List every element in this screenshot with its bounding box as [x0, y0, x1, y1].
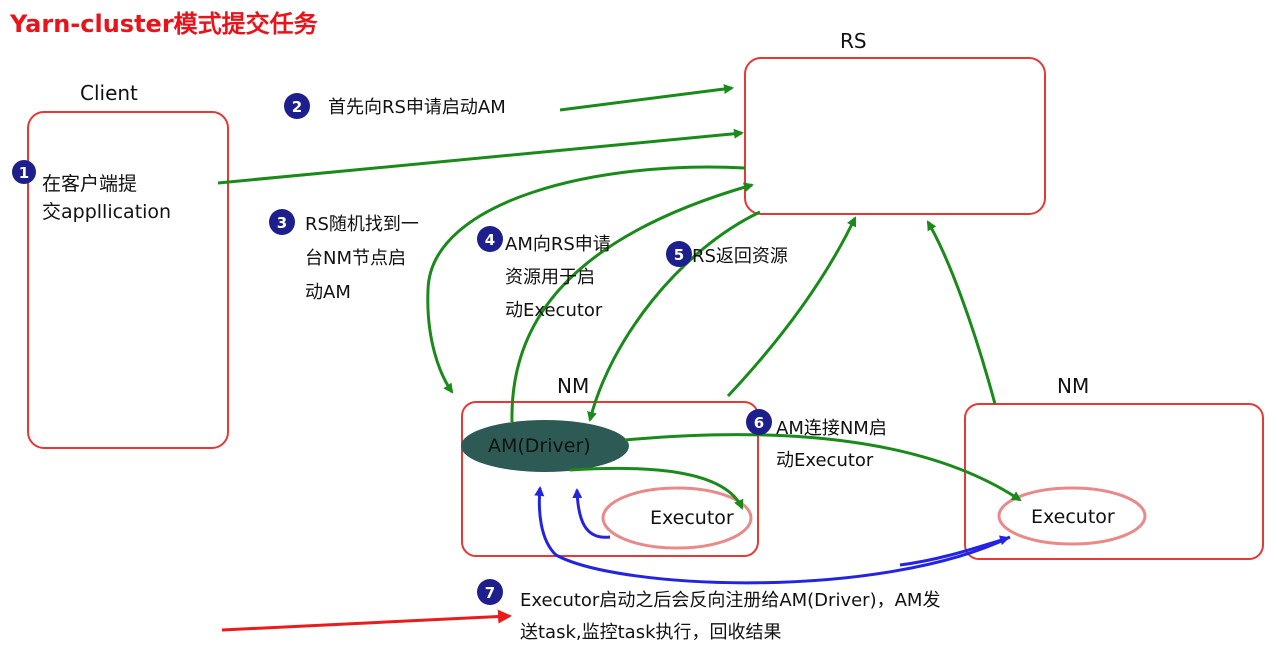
step-6: 6 AM连接NM启 动Executor	[746, 409, 887, 471]
arrow-remote-executor-register	[534, 486, 1011, 585]
nm1-label: NM	[557, 374, 589, 398]
nm1-executor-label: Executor	[650, 507, 734, 529]
step-5-num: 5	[674, 246, 684, 264]
arrow-local-executor-register	[572, 488, 611, 539]
step-6-line-1: AM连接NM启	[776, 418, 887, 439]
step-6-badge	[746, 409, 772, 435]
arrow-step2-to-rs	[559, 84, 734, 112]
arrow-to-remote-executor-blue	[899, 535, 1010, 567]
arrow-rs-to-nm1-start-am	[426, 165, 746, 394]
step-5-text: RS返回资源	[692, 246, 788, 267]
step-4-line-3: 动Executor	[505, 300, 603, 321]
step-4-badge	[477, 226, 503, 252]
step-3-num: 3	[277, 214, 287, 232]
arrow-rs-return-resources	[587, 210, 761, 422]
step-6-num: 6	[754, 414, 764, 432]
step-3-line-1: RS随机找到一	[305, 214, 419, 235]
nm1-box	[461, 401, 759, 557]
client-text-line-1: 在客户端提	[42, 173, 137, 195]
arrow-am-to-local-executor	[569, 466, 744, 510]
step-5-badge	[666, 241, 692, 267]
step-7-num: 7	[485, 584, 495, 602]
nm2-executor-ellipse	[997, 486, 1147, 546]
step-1: 1	[12, 160, 36, 184]
arrow-client-to-rs	[217, 128, 744, 185]
step-3-badge	[269, 209, 295, 235]
step-1-num: 1	[19, 164, 29, 182]
client-label: Client	[80, 81, 138, 105]
red-pointer-arrow	[221, 609, 512, 632]
nm2-executor-label: Executor	[1031, 506, 1115, 528]
step-7-line-1: Executor启动之后会反向注册给AM(Driver)，AM发	[520, 590, 940, 611]
step-4-line-1: AM向RS申请	[505, 234, 611, 255]
rs-box	[744, 57, 1046, 215]
step-2: 2 首先向RS申请启动AM	[284, 93, 506, 119]
nm2-box	[964, 403, 1264, 560]
step-2-badge	[284, 93, 310, 119]
step-7-line-2: 送task,监控task执行，回收结果	[520, 622, 782, 643]
step-3: 3 RS随机找到一 台NM节点启 动AM	[269, 209, 419, 303]
step-4-line-2: 资源用于启	[505, 267, 595, 288]
diagram-title: Yarn-cluster模式提交任务	[9, 10, 319, 38]
am-driver-label: AM(Driver)	[488, 435, 591, 457]
am-driver-ellipse	[461, 420, 629, 472]
step-4-num: 4	[485, 231, 495, 249]
step-3-line-3: 动AM	[305, 282, 351, 303]
arrow-am-to-remote-executor	[624, 433, 1022, 502]
step-2-text: 首先向RS申请启动AM	[328, 97, 506, 118]
rs-label: RS	[840, 29, 867, 53]
step-2-num: 2	[292, 98, 302, 116]
step-6-line-2: 动Executor	[776, 450, 874, 471]
client-box	[27, 111, 229, 449]
step-7-badge	[477, 579, 503, 605]
step-3-line-2: 台NM节点启	[305, 248, 406, 269]
step-7: 7 Executor启动之后会反向注册给AM(Driver)，AM发 送task…	[477, 579, 940, 643]
step-5: 5 RS返回资源	[666, 241, 788, 267]
nm1-executor-ellipse	[601, 486, 753, 550]
step-4: 4 AM向RS申请 资源用于启 动Executor	[477, 226, 611, 321]
step-1-badge	[12, 160, 36, 184]
nm2-label: NM	[1057, 374, 1089, 398]
client-text-line-2: 交appllication	[42, 201, 171, 223]
arrow-nm2-to-rs	[926, 220, 997, 405]
arrow-nm1-to-rs	[726, 216, 857, 398]
arrow-am-request-resources	[510, 182, 754, 423]
